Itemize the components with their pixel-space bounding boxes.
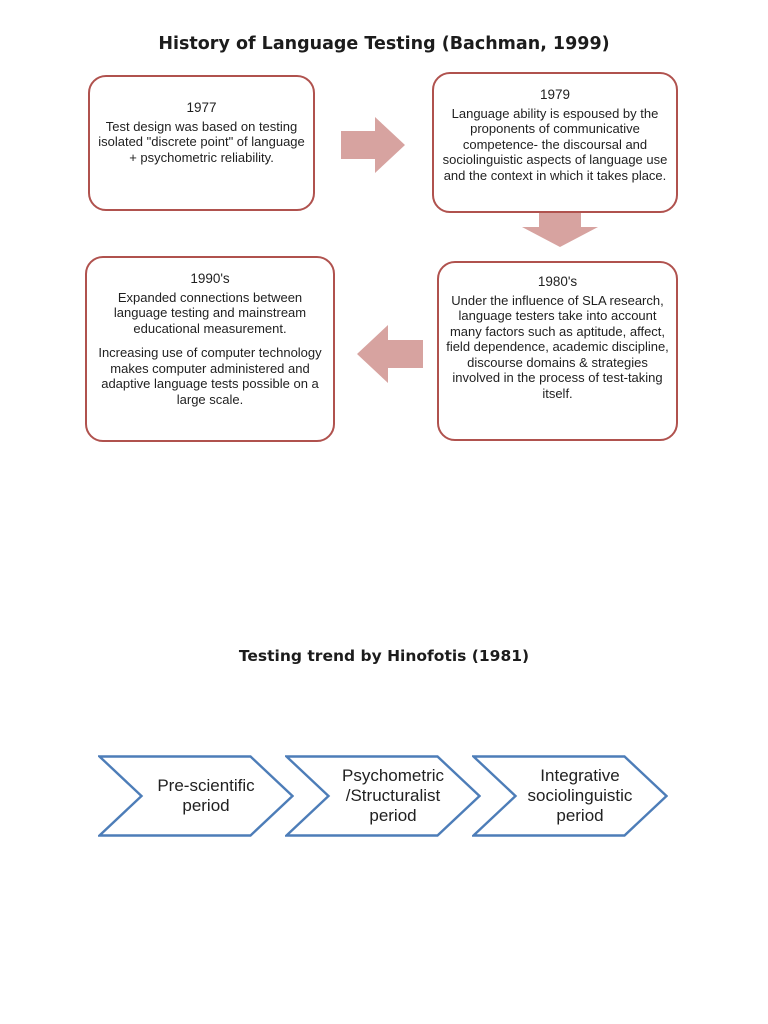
timeline-box-1980s: 1980's Under the influence of SLA resear… [437, 261, 678, 441]
chevron-label: Psychometric /Structuralist period [285, 754, 481, 838]
diagram2-title: Testing trend by Hinofotis (1981) [238, 647, 530, 665]
chevron-process: Pre-scientific period Psychometric /Stru… [0, 754, 768, 838]
box-text-1979: Language ability is espoused by the prop… [442, 105, 668, 183]
chevron-shape-icon [285, 755, 481, 837]
left-arrow-icon [357, 325, 423, 383]
chevron-shape-icon [98, 755, 294, 837]
chevron-label-line: period [182, 796, 230, 815]
chevron-label-line: Psychometric [341, 766, 445, 785]
down-arrow-icon [522, 213, 598, 247]
box-text-1990s-p2: Increasing use of computer technology ma… [98, 345, 322, 407]
chevron-label-line: period [369, 806, 417, 825]
box-text-1977: Test design was based on testing isolate… [98, 118, 305, 165]
chevron-stage-prescientific: Pre-scientific period [98, 754, 294, 838]
down-arrow-shape [522, 213, 598, 247]
right-arrow-icon [341, 117, 405, 173]
timeline-box-1990s: 1990's Expanded connections between lang… [85, 256, 335, 442]
chevron-label-line: Pre-scientific [157, 776, 255, 795]
timeline-box-1977: 1977 Test design was based on testing is… [88, 75, 315, 211]
box-text-1980s: Under the influence of SLA research, lan… [446, 292, 669, 401]
chevron-shape-icon [472, 755, 668, 837]
chevron-stage-integrative: Integrative sociolinguistic period [472, 754, 668, 838]
chevron-label-line: /Structuralist [345, 786, 441, 805]
box-year-1977: 1977 [186, 100, 217, 115]
diagram1-title: History of Language Testing (Bachman, 19… [158, 34, 610, 54]
chevron-outline [472, 755, 668, 837]
chevron-outline [285, 755, 481, 837]
chevron-label-line: period [556, 806, 604, 825]
left-arrow-shape [357, 325, 423, 383]
chevron-stage-psychometric: Psychometric /Structuralist period [285, 754, 481, 838]
box-year-1980s: 1980's [537, 274, 578, 289]
timeline-box-1979: 1979 Language ability is espoused by the… [432, 72, 678, 213]
chevron-label: Integrative sociolinguistic period [472, 754, 668, 838]
box-year-1990s: 1990's [190, 271, 230, 286]
right-arrow-shape [341, 117, 405, 173]
chevron-label-line: sociolinguistic [527, 786, 633, 805]
box-text-1990s-p1: Expanded connections between language te… [113, 289, 307, 336]
box-year-1979: 1979 [539, 87, 571, 102]
chevron-outline [98, 755, 294, 837]
chevron-label: Pre-scientific period [98, 754, 294, 838]
chevron-label-line: Integrative [540, 766, 620, 785]
